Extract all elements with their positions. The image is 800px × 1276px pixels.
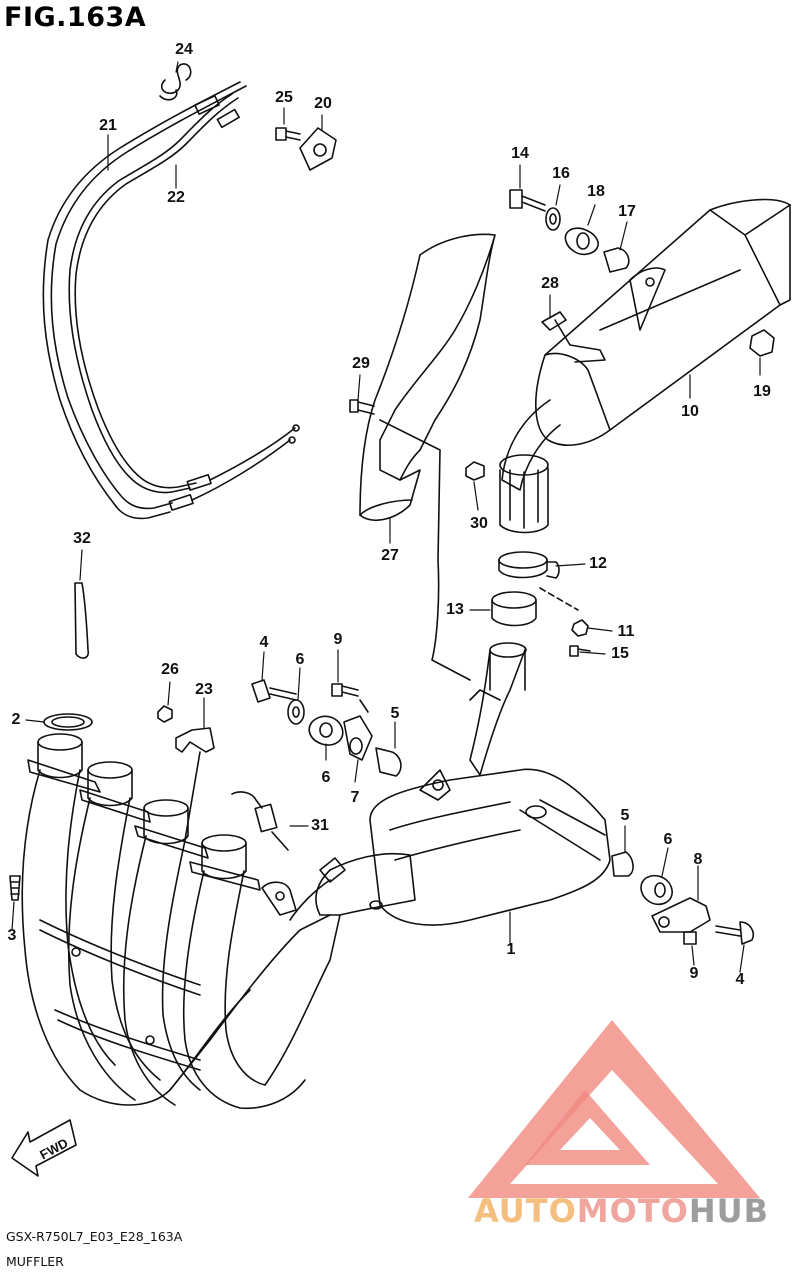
fasteners-top: [509, 189, 630, 273]
watermark-part-moto: MOTO: [576, 1192, 689, 1230]
callout-7: 7: [350, 789, 360, 806]
bolt-25: [275, 127, 301, 141]
callout-4-left: 4: [259, 634, 269, 651]
fasteners-left: [251, 679, 402, 777]
watermark-text: AUTOMOTOHUB: [474, 1192, 769, 1230]
nut-26: [157, 705, 173, 723]
callout-12: 12: [589, 555, 607, 572]
sensor-31: [231, 791, 289, 851]
cable-clip: [159, 63, 192, 101]
callout-13: 13: [446, 601, 464, 618]
callout-31: 31: [311, 817, 329, 834]
callout-15: 15: [611, 645, 629, 662]
nut-11: [571, 619, 589, 637]
callout-28: 28: [541, 275, 559, 292]
stud-3: [9, 875, 21, 901]
callout-5-left: 5: [390, 705, 400, 722]
nut-19: [749, 329, 775, 357]
callout-19: 19: [753, 383, 771, 400]
callout-5-right: 5: [620, 807, 630, 824]
fwd-label: FWD: [37, 1135, 70, 1162]
callout-23: 23: [195, 681, 213, 698]
gasket-2: [43, 713, 93, 731]
figure-title: FIG.163A: [4, 2, 147, 33]
muffler-main: [289, 642, 611, 926]
callout-6-mid: 6: [321, 769, 331, 786]
callout-6-left: 6: [295, 651, 305, 668]
diagram-code: GSX-R750L7_E03_E28_163A: [6, 1229, 183, 1244]
fasteners-right: [611, 851, 755, 945]
heat-shield-27: [359, 233, 496, 681]
clamp-12: [498, 551, 560, 579]
exhaust-headers: [21, 733, 346, 1110]
bracket-32: [74, 582, 90, 659]
callout-25: 25: [275, 89, 293, 106]
callout-8: 8: [693, 851, 703, 868]
bolt-29: [349, 399, 375, 415]
callout-9-right: 9: [689, 965, 699, 982]
watermark-part-auto: AUTO: [474, 1192, 577, 1230]
callout-32: 32: [73, 530, 91, 547]
callout-4-right: 4: [735, 971, 745, 988]
throttle-cables: [42, 81, 300, 520]
bracket-23: [175, 727, 215, 753]
callout-21: 21: [99, 117, 117, 134]
fwd-arrow-shape: [11, 1119, 77, 1177]
callout-17: 17: [618, 203, 636, 220]
watermark-logo: [468, 1020, 760, 1198]
callout-10: 10: [681, 403, 699, 420]
callout-29: 29: [352, 355, 370, 372]
sleeve-13: [491, 591, 537, 627]
clip-28: [541, 311, 567, 331]
diagram-name: MUFFLER: [6, 1254, 64, 1269]
bolt-15: [569, 645, 591, 657]
callout-22: 22: [167, 189, 185, 206]
callout-20: 20: [314, 95, 332, 112]
watermark-part-hub: HUB: [688, 1192, 770, 1230]
callout-1: 1: [506, 941, 516, 958]
callout-6-right: 6: [663, 831, 673, 848]
callout-18: 18: [587, 183, 605, 200]
callout-11: 11: [617, 623, 635, 640]
callout-3: 3: [7, 927, 17, 944]
callout-2: 2: [11, 711, 21, 728]
callout-24: 24: [175, 41, 193, 58]
callout-30: 30: [470, 515, 488, 532]
callout-9-left: 9: [333, 631, 343, 648]
muffler-upper: [499, 198, 791, 534]
nut-30: [465, 461, 485, 481]
callout-14: 14: [511, 145, 529, 162]
callout-16: 16: [552, 165, 570, 182]
bracket-20: [299, 127, 337, 171]
callout-27: 27: [381, 547, 399, 564]
callout-26: 26: [161, 661, 179, 678]
leader-lines: [11, 61, 761, 973]
